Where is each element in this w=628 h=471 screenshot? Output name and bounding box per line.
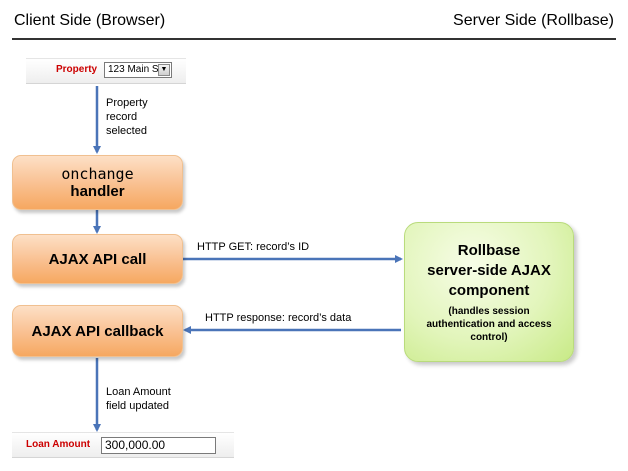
server-side-header: Server Side (Rollbase) (453, 12, 614, 29)
label-field-updated: Loan Amount field updated (106, 386, 171, 412)
property-select-value: 123 Main St (108, 64, 162, 75)
client-side-header: Client Side (Browser) (14, 12, 166, 29)
ajax-api-call-box: AJAX API call (12, 234, 183, 284)
header-divider (12, 38, 616, 40)
label-http-get: HTTP GET: record’s ID (197, 241, 310, 253)
onchange-handler-box: onchange handler (12, 155, 183, 210)
property-select[interactable]: 123 Main St ▼ (104, 62, 172, 78)
label-record-selected: Property record selected (106, 97, 148, 137)
loan-amount-label: Loan Amount (26, 439, 91, 450)
onchange-keyword: onchange (61, 165, 134, 183)
server-note: (handles session authentication and acce… (426, 305, 552, 343)
chevron-down-icon[interactable]: ▼ (158, 64, 170, 76)
handler-text: handler (70, 183, 125, 200)
ajax-api-callback-box: AJAX API callback (12, 305, 183, 357)
label-http-response: HTTP response: record’s data (205, 312, 352, 324)
property-label: Property (56, 64, 98, 75)
loan-amount-value: 300,000.00 (105, 438, 166, 452)
loan-amount-input[interactable]: 300,000.00 (101, 437, 216, 454)
rollbase-server-component-box: Rollbase server-side AJAX component (han… (404, 222, 574, 362)
